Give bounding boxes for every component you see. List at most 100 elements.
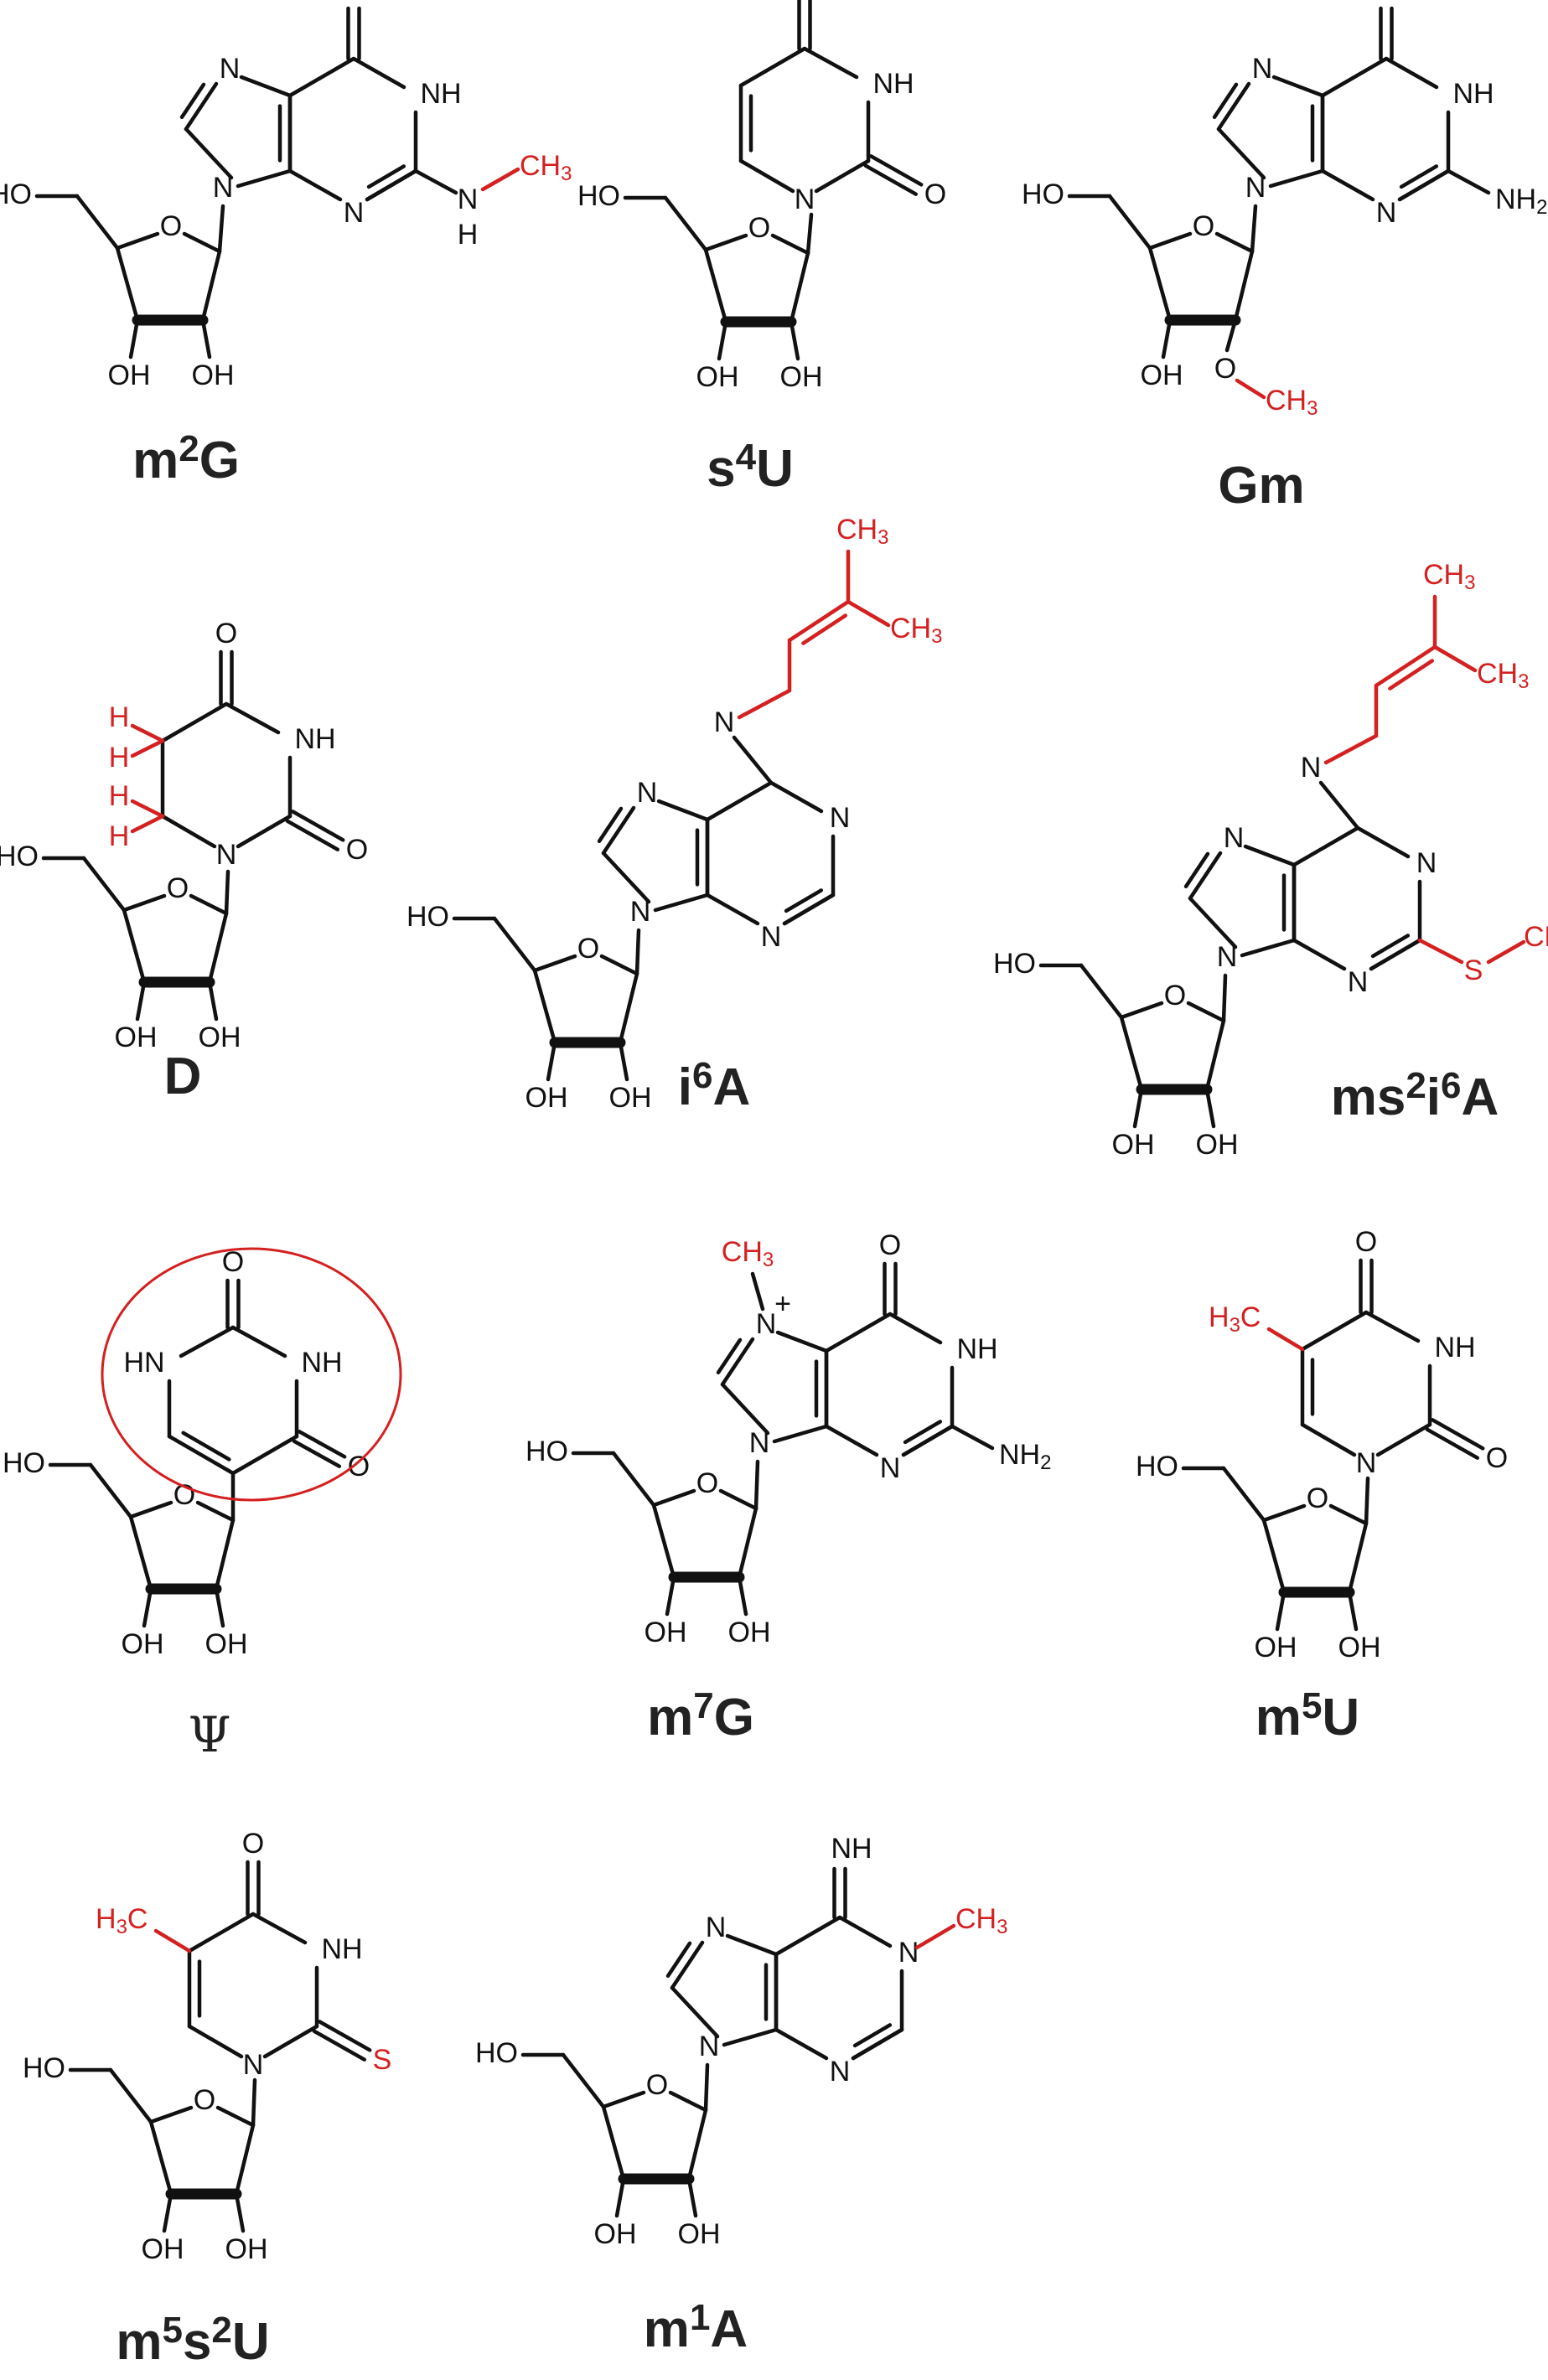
positive-charge: + [774, 1288, 791, 1320]
bond [914, 1923, 956, 1950]
atom-n6: N [1301, 752, 1322, 784]
bond [722, 2027, 779, 2047]
bond [805, 212, 814, 256]
atom-n7: N [706, 1912, 727, 1943]
hydroxyl-3: OH [645, 1617, 687, 1648]
bond [717, 319, 728, 361]
bond [703, 2062, 710, 2113]
bond [200, 318, 212, 360]
atom-o4: O [242, 1828, 264, 1860]
bond [189, 893, 229, 916]
atom-n9: N [1217, 941, 1238, 973]
double-bond [297, 1430, 347, 1459]
methyl: CH3 [520, 150, 572, 185]
atom-n3: N [880, 1452, 901, 1484]
bond [1204, 1018, 1226, 1092]
bond [122, 893, 167, 913]
atom-tail: C [1240, 1301, 1261, 1333]
bond [236, 168, 293, 189]
atom-n6: N [714, 706, 735, 738]
bond [351, 56, 406, 90]
amino: NH2 [1495, 184, 1547, 219]
bond [1119, 1015, 1144, 1092]
double-bond-inner [784, 888, 824, 913]
atom-n3: N [1348, 966, 1369, 998]
bond [769, 780, 824, 814]
caption-text: A [710, 2300, 748, 2358]
subscript: 3 [878, 526, 888, 549]
bond [1355, 825, 1411, 859]
bond [148, 2105, 194, 2124]
methyl: CH3 [955, 1903, 1007, 1938]
caption-text: Gm [1218, 457, 1304, 515]
atom-tail: C [127, 1903, 148, 1935]
subscript: 2 [1040, 1451, 1051, 1474]
atom-o2: O [346, 834, 368, 866]
caption-superscript: 2 [211, 2310, 231, 2351]
double-bond [292, 1439, 342, 1468]
caption-text: Ψ [189, 1706, 231, 1763]
double-bond [851, 2027, 904, 2061]
hydroxyl-2: OH [205, 1628, 248, 1660]
bond [236, 814, 293, 849]
hydroxyl-5: HO [577, 180, 620, 212]
bond [737, 688, 792, 720]
double-bond [290, 810, 345, 842]
bond [1292, 825, 1360, 867]
bond [148, 2119, 173, 2196]
bond [480, 167, 520, 192]
atom-nh: NH [1452, 78, 1494, 110]
bond [888, 1312, 943, 1345]
bond [651, 1503, 676, 1580]
bond [251, 1912, 308, 1945]
caption-text: i [678, 1058, 692, 1116]
atom-n7: N [1224, 822, 1245, 854]
subscript: 3 [116, 1916, 127, 1938]
hydroxyl-3: OH [115, 1022, 158, 1053]
hydroxyl-3: OH [525, 1082, 568, 1114]
double-bond [1425, 1427, 1480, 1460]
caption-superscript: 6 [692, 1055, 712, 1096]
hydroxyl-3: OH [594, 2218, 637, 2250]
hydroxyl-5: HO [525, 1436, 568, 1467]
caption-text: A [1462, 1068, 1499, 1126]
bond [1188, 896, 1238, 949]
hydroxyl-2: OH [609, 1082, 652, 1114]
hydroxyl-3: OH [696, 361, 739, 393]
hydroxyl-2: OH [192, 360, 235, 391]
bond [705, 780, 774, 822]
caption-text: m [647, 1689, 693, 1746]
bond [750, 1271, 765, 1312]
double-bond-inner [665, 1941, 692, 1979]
double-bond-inner [801, 613, 848, 645]
atom-n3h: NH [1434, 1332, 1475, 1363]
bond [207, 980, 219, 1022]
bond [1079, 963, 1124, 1020]
bond [686, 2176, 698, 2218]
molecule-m2g: OHOOHOHNHNNNONHCH3m2G [0, 0, 572, 489]
bond [160, 814, 217, 849]
atom-o: O [577, 933, 599, 965]
imine-nh: NH [831, 1833, 872, 1865]
bond [651, 1488, 696, 1508]
bond [135, 980, 147, 1022]
atom-o4: O [1355, 1226, 1377, 1258]
molecule-gm: OHOOHOCH3NHNNNONH2Gm [1022, 0, 1547, 515]
molecule-caption: m1A [644, 2297, 748, 2358]
subscript: 3 [561, 163, 572, 185]
hydrogen: H [109, 701, 130, 733]
bond [128, 1514, 153, 1591]
molecule-caption: m5U [1255, 1685, 1359, 1746]
hydroxyl-5: HO [0, 841, 39, 872]
caption-text: m [644, 2300, 690, 2358]
bond [1417, 938, 1464, 965]
bond [1271, 75, 1325, 98]
bond [162, 2191, 173, 2233]
bond [262, 2024, 319, 2059]
bond [234, 2123, 256, 2196]
bond [1275, 1590, 1287, 1632]
double-bond [167, 1434, 236, 1476]
bond [737, 1575, 748, 1617]
